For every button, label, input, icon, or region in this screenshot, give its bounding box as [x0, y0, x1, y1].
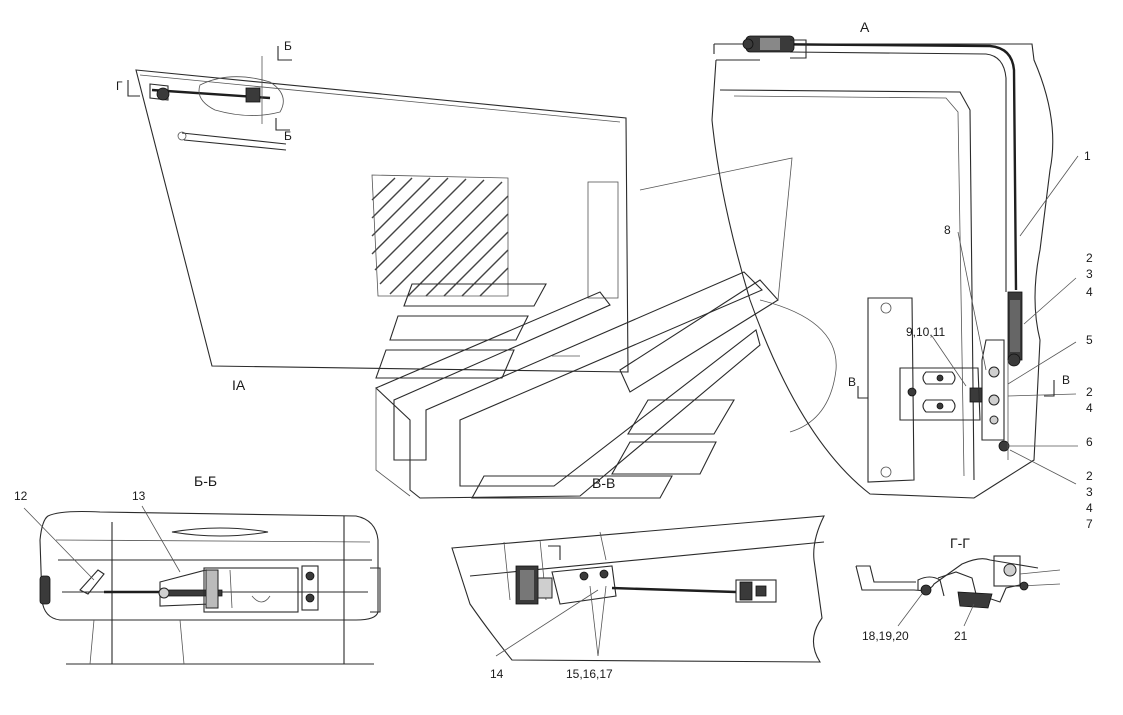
callout-8: 8: [944, 223, 951, 237]
callout-4b: 4: [1086, 401, 1093, 415]
view-title-bb: Б-Б: [194, 473, 218, 489]
cut-mark-g-left: Г: [116, 79, 123, 93]
callout-14: 14: [490, 667, 504, 681]
callout-7: 7: [1086, 517, 1093, 531]
cut-mark-v-right: В: [1062, 373, 1071, 387]
callout-2a: 2: [1086, 251, 1093, 265]
callout-2c: 2: [1086, 469, 1093, 483]
callout-4c: 4: [1086, 501, 1093, 515]
view-title-a: A: [860, 19, 870, 35]
callout-4a: 4: [1086, 285, 1093, 299]
callout-13: 13: [132, 489, 146, 503]
detail-a-view: [711, 35, 1079, 499]
side-stripes: [375, 157, 793, 499]
callout-1: 1: [1084, 149, 1091, 163]
cut-mark-b-bottom: Б: [284, 129, 292, 143]
callout-5: 5: [1086, 333, 1093, 347]
view-title-gg: Г-Г: [950, 535, 970, 551]
callout-6: 6: [1086, 435, 1093, 449]
callout-18-20: 18,19,20: [862, 629, 909, 643]
view-title-vv: В-В: [592, 475, 616, 491]
cut-mark-v-left: В: [848, 375, 857, 389]
callout-15-17: 15,16,17: [566, 667, 613, 681]
callout-2b: 2: [1086, 385, 1093, 399]
callout-3c: 3: [1086, 485, 1093, 499]
section-vv-view: [451, 515, 825, 663]
hatched-window: [371, 174, 509, 297]
main-view-ia: [127, 46, 837, 499]
section-gg-view: [855, 555, 1061, 627]
callout-3a: 3: [1086, 267, 1093, 281]
callout-21: 21: [954, 629, 968, 643]
callout-12: 12: [14, 489, 28, 503]
view-title-ia: IA: [232, 377, 246, 393]
section-bb-view: [23, 505, 381, 665]
callout-9-11: 9,10,11: [906, 325, 946, 339]
cut-mark-b-top: Б: [284, 39, 292, 53]
